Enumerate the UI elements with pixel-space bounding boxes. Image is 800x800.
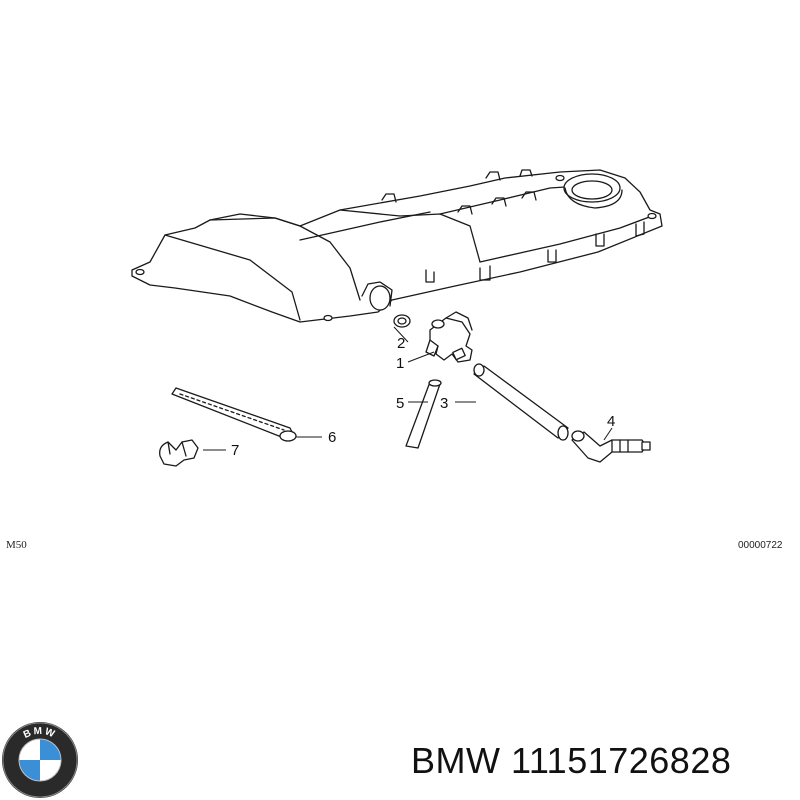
bmw-logo: BMW (2, 722, 78, 798)
drawing-number: 00000722 (738, 540, 783, 551)
valve-cover (131, 169, 663, 323)
callout-6: 6 (328, 429, 336, 446)
callout-4: 4 (607, 413, 615, 430)
part-5-hose (405, 379, 442, 449)
exploded-parts-diagram: 2 1 3 4 5 6 7 (131, 169, 663, 467)
callout-1: 1 (396, 355, 404, 372)
callout-5: 5 (396, 395, 404, 412)
callout-3: 3 (440, 395, 448, 412)
callout-7: 7 (231, 442, 239, 459)
model-code: M50 (6, 539, 27, 551)
part-3-hose (473, 363, 569, 441)
part-number-label: BMW 11151726828 (411, 740, 732, 781)
callout-2: 2 (397, 335, 405, 352)
part-2-seal-ring (393, 314, 411, 328)
logo-lettering: BMW (22, 726, 56, 741)
svg-text:BMW: BMW (22, 726, 58, 741)
leader-lines (203, 326, 613, 451)
part-6-cable-tie (171, 387, 297, 442)
part-1-valve (425, 311, 473, 363)
part-7-clip (159, 439, 199, 467)
part-4-elbow-connector (571, 430, 651, 463)
